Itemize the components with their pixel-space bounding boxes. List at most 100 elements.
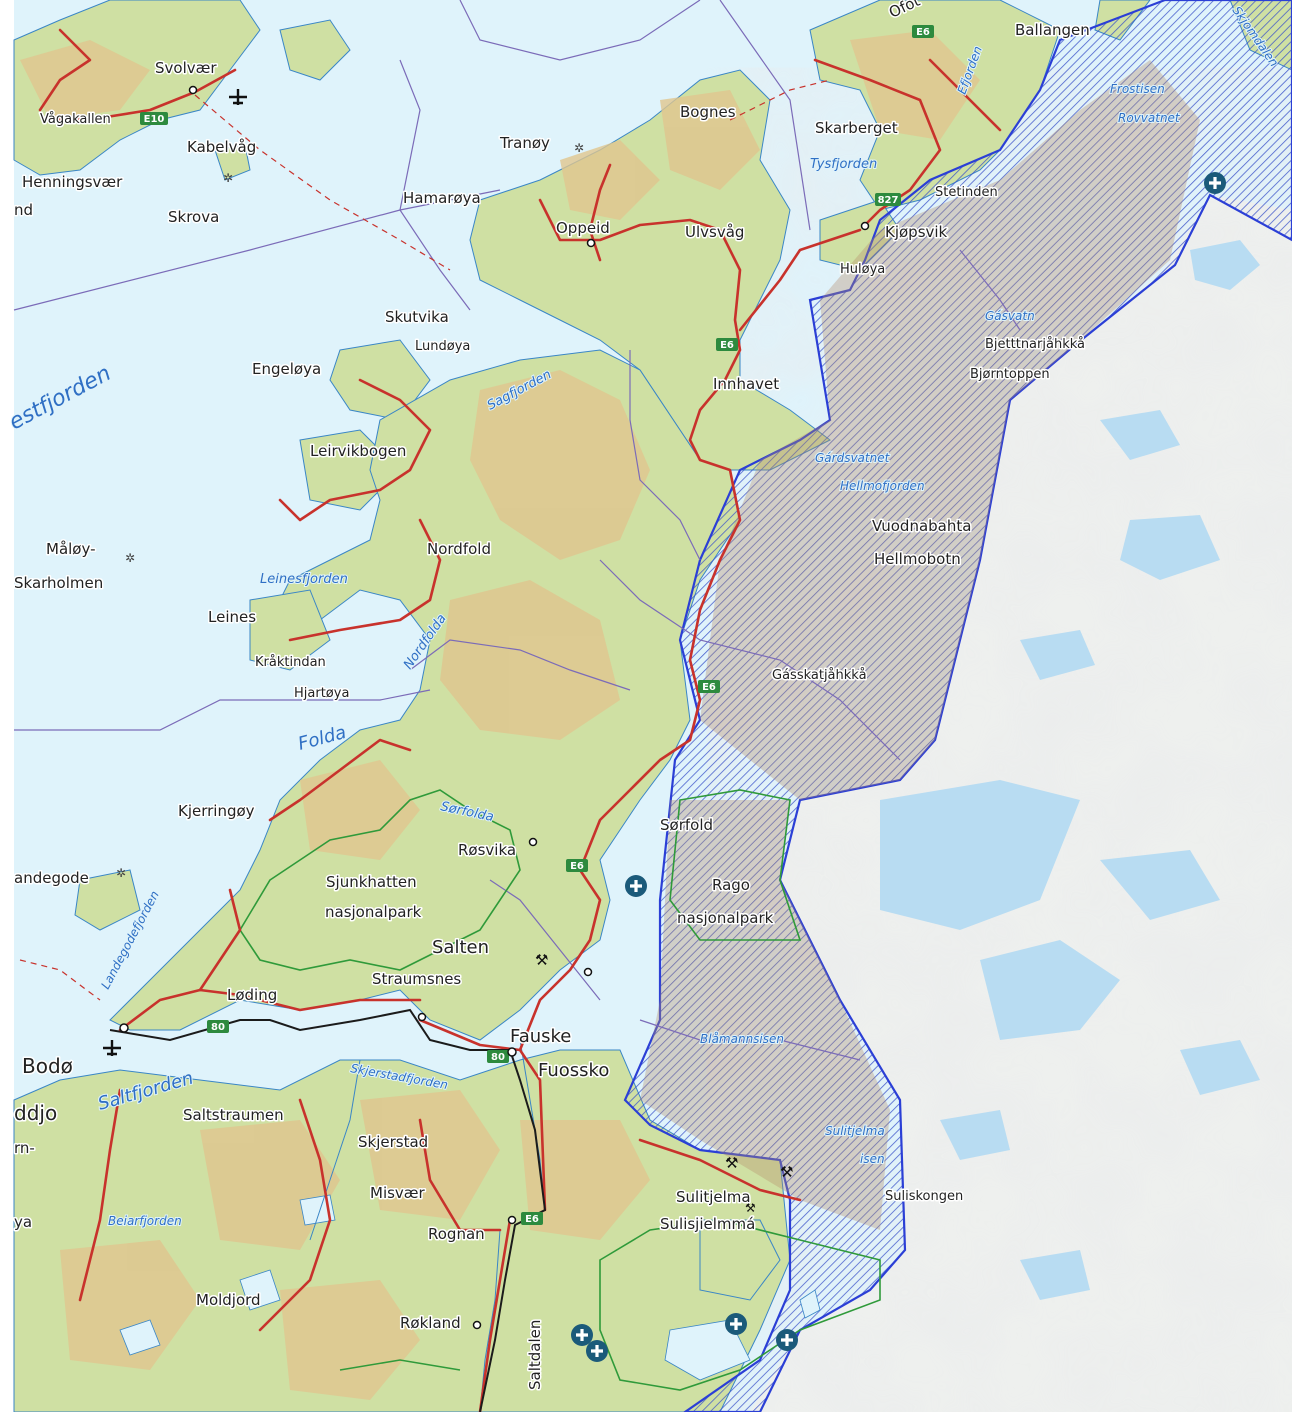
peak-icon: ✲ ✲ ✲ ✲	[116, 141, 584, 880]
water-label: Gásvatn	[985, 309, 1035, 323]
road-shield: 80	[487, 1050, 509, 1063]
place-label: Leirvikbogen	[310, 442, 406, 460]
place-label: Rago	[712, 876, 750, 894]
place-label: Fauske	[510, 1026, 571, 1047]
svg-text:E6: E6	[720, 340, 734, 351]
water-label: Blåmannsisen	[700, 1032, 784, 1046]
admin-borders	[13, 0, 1021, 1061]
place-label: Engeløya	[252, 360, 321, 378]
place-label: andegode	[14, 869, 89, 887]
place-label: Svolvær	[155, 59, 217, 77]
place-label: Saltstraumen	[183, 1106, 284, 1124]
water-label: Tysfjorden	[810, 157, 877, 172]
place-label: Nordfold	[427, 540, 491, 558]
water-label: Leinesfjorden	[260, 572, 348, 587]
road-shields: E10 E6 827 E6 E6 E6 80 80 E6	[140, 25, 934, 1225]
place-label: Kråktindan	[255, 655, 326, 670]
place-label: Leines	[208, 608, 256, 626]
hospital-icon	[571, 172, 1226, 1362]
place-labels: Svolvær Vågakallen Kabelvåg Henningsvær …	[13, 0, 1092, 1392]
place-label: Hjartøya	[294, 686, 349, 701]
place-label: Tranøy	[499, 134, 550, 152]
road-shield: E6	[912, 25, 934, 38]
road-shield: E6	[716, 338, 738, 351]
svg-text:E6: E6	[525, 1214, 539, 1225]
place-label: Saltdalen	[526, 1320, 544, 1390]
place-label: Gásskatjåhkkå	[772, 668, 867, 683]
national-park-borders	[239, 789, 881, 1391]
protected-area-hatch	[623, 0, 1292, 1412]
place-label: rn-	[14, 1139, 35, 1157]
water-label: Rovvatnet	[1118, 111, 1181, 125]
place-label: ddjo	[14, 1101, 57, 1125]
place-label: Rognan	[428, 1225, 485, 1243]
svg-text:✲: ✲	[116, 866, 126, 880]
place-label: Ballangen	[1015, 21, 1090, 39]
svg-text:✲: ✲	[125, 551, 135, 565]
town-dots	[119, 85, 870, 1330]
place-label: Løding	[227, 986, 277, 1004]
svg-text:⚒: ⚒	[780, 1163, 793, 1181]
place-label: Bodø	[22, 1054, 73, 1078]
place-label: Sulisjielmmá	[660, 1215, 755, 1233]
place-label: nasjonalpark	[325, 903, 422, 921]
place-label: Fuossko	[538, 1060, 609, 1081]
place-label: Skrova	[168, 208, 219, 226]
svg-text:E6: E6	[702, 682, 716, 693]
svg-text:E6: E6	[570, 861, 584, 872]
water-label: Gárdsvatnet	[815, 451, 891, 465]
road-shield: E6	[521, 1212, 543, 1225]
water-label: Sulitjelma	[825, 1124, 885, 1138]
place-label: Røkland	[400, 1314, 461, 1332]
place-label: nasjonalpark	[677, 909, 774, 927]
svg-text:⚒: ⚒	[745, 1201, 756, 1215]
place-label: ya	[14, 1213, 32, 1231]
place-label: Stetinden	[935, 185, 998, 200]
svg-text:80: 80	[491, 1052, 505, 1063]
place-label: Ulvsvåg	[685, 223, 744, 241]
road-shield: 827	[875, 193, 901, 206]
place-label: Huløya	[840, 262, 885, 277]
protected-area-brown	[640, 60, 1200, 1230]
place-label: nd	[14, 201, 33, 219]
place-label: Misvær	[370, 1184, 426, 1202]
ferry-lines	[19, 79, 831, 1001]
place-label: Vågakallen	[40, 112, 111, 127]
svg-text:827: 827	[878, 195, 899, 206]
place-label: Sjunkhatten	[326, 873, 417, 891]
place-label: Sulitjelma	[676, 1188, 751, 1206]
place-label: Kjerringøy	[178, 802, 255, 820]
left-blank-strip	[0, 0, 14, 1412]
place-label: Innhavet	[713, 375, 779, 393]
place-label: Bognes	[680, 103, 736, 121]
lakes-east	[880, 240, 1260, 1300]
svg-text:E6: E6	[916, 27, 930, 38]
place-label: Skarberget	[815, 119, 898, 137]
place-label: Oppeid	[556, 219, 610, 237]
railway	[109, 1008, 547, 1412]
place-label: Suliskongen	[885, 1189, 963, 1204]
place-label: Skarholmen	[14, 574, 103, 592]
svg-text:80: 80	[211, 1022, 225, 1033]
place-label: Skutvika	[385, 308, 449, 326]
place-label: Straumsnes	[372, 970, 461, 988]
place-label: Røsvika	[458, 841, 516, 859]
road-shield: E6	[698, 680, 720, 693]
place-label: Hamarøya	[403, 189, 481, 207]
place-label: Lundøya	[415, 339, 470, 354]
airport-icon	[103, 1040, 121, 1056]
lakes-land	[119, 1194, 821, 1381]
water-label: isen	[860, 1152, 885, 1166]
svg-text:✲: ✲	[223, 171, 233, 185]
svg-text:✲: ✲	[574, 141, 584, 155]
place-label: Henningsvær	[22, 173, 123, 191]
place-label: Bjetttnarjåhkkå	[985, 337, 1085, 352]
place-label: Salten	[432, 937, 489, 958]
svg-text:E10: E10	[144, 114, 165, 125]
roads	[38, 28, 1002, 1412]
place-label: Måløy-	[46, 540, 96, 558]
road-shield: E10	[140, 112, 168, 125]
place-label: Vuodnabahta	[872, 517, 971, 535]
place-label: Moldjord	[196, 1291, 261, 1309]
